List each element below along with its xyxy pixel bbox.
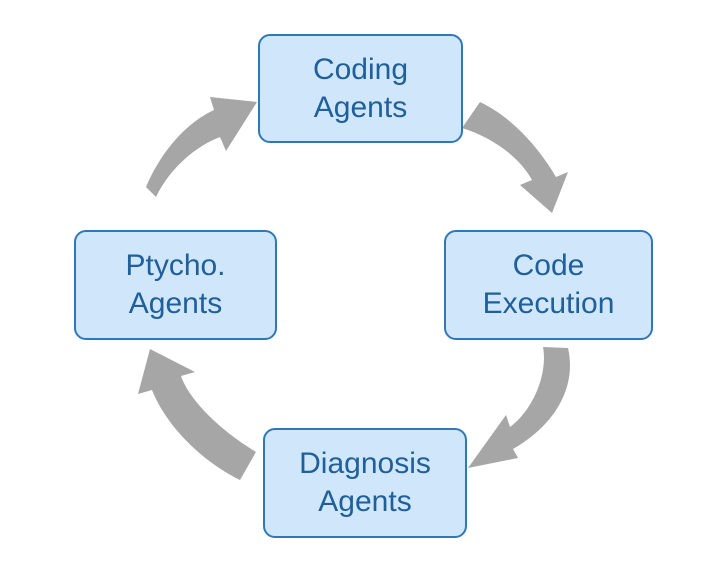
arrow-coding-to-execution bbox=[462, 102, 568, 213]
diagnosis-agents-line-1: Diagnosis bbox=[299, 447, 431, 480]
code-execution-node: Code Execution bbox=[444, 230, 653, 340]
arrow-diagnosis-to-ptycho bbox=[138, 349, 256, 480]
ptycho-agents-node: Ptycho. Agents bbox=[74, 230, 277, 340]
coding-agents-node: Coding Agents bbox=[258, 34, 463, 143]
coding-agents-line-2: Agents bbox=[313, 90, 408, 124]
code-execution-line-2: Execution bbox=[482, 287, 615, 320]
arrow-execution-to-diagnosis bbox=[468, 347, 570, 468]
ptycho-agents-line-2: Agents bbox=[128, 287, 223, 320]
diagnosis-agents-line-2: Agents bbox=[318, 485, 412, 518]
diagnosis-agents-node: Diagnosis Agents bbox=[263, 428, 467, 538]
coding-agents-line-1: Coding bbox=[312, 52, 409, 86]
ptycho-agents-line-1: Ptycho. bbox=[125, 249, 226, 282]
arrow-ptycho-to-coding bbox=[146, 97, 257, 197]
code-execution-line-1: Code bbox=[512, 249, 585, 282]
